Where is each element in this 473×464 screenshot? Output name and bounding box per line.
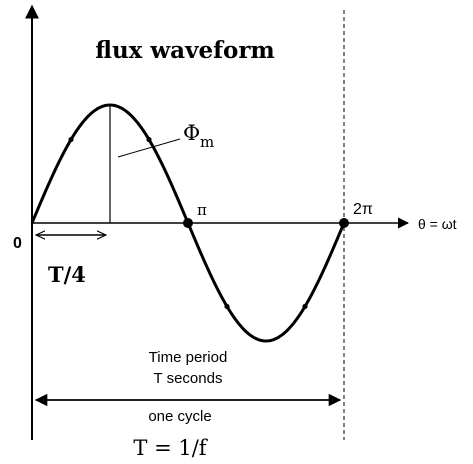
axis-label: θ = ωt bbox=[418, 216, 457, 232]
peak-label-subscript: m bbox=[200, 133, 214, 151]
frequency-formula: T = 1/f bbox=[133, 436, 208, 460]
curve-point-marker bbox=[224, 303, 230, 310]
curve-point-marker bbox=[146, 136, 152, 143]
quarter-period-label: T/4 bbox=[48, 262, 86, 287]
zero-crossing-dot-pi bbox=[183, 218, 193, 228]
pi-label: π bbox=[197, 201, 207, 219]
curve-point-marker bbox=[302, 303, 308, 310]
peak-label-symbol: Φ bbox=[183, 121, 200, 145]
one-cycle-label: one cycle bbox=[148, 408, 211, 425]
time-period-label-line1: Time period bbox=[149, 349, 228, 366]
zero-crossing-dot-2pi bbox=[339, 218, 349, 228]
time-period-label-line2: T seconds bbox=[154, 370, 223, 387]
curve-point-marker bbox=[68, 136, 74, 143]
peak-leader-line bbox=[117, 138, 181, 158]
two-pi-label: 2π bbox=[353, 201, 373, 218]
origin-label: 0 bbox=[13, 235, 22, 252]
diagram-title: flux waveform bbox=[95, 37, 275, 64]
